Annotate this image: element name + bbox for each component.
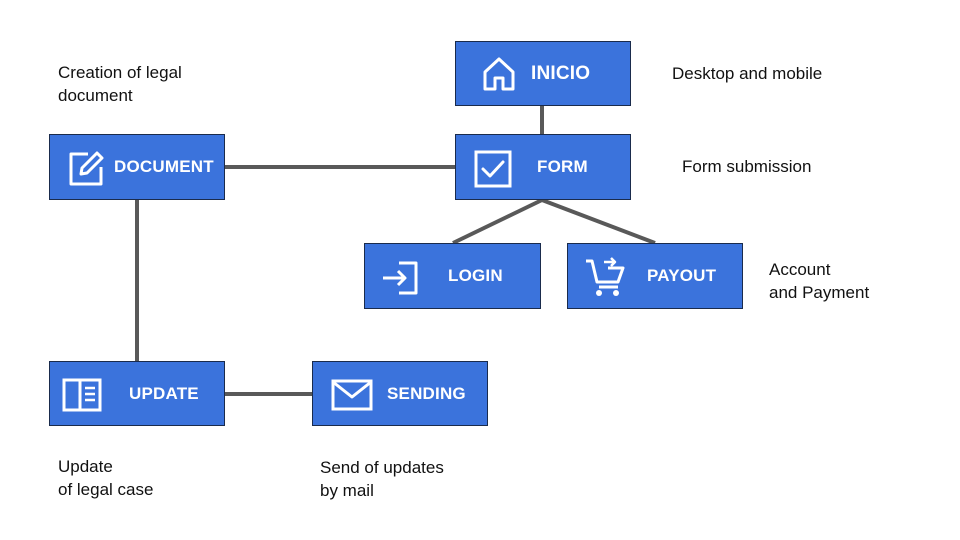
update-label: UPDATE (129, 383, 199, 403)
inicio-label: INICIO (531, 62, 591, 84)
connector-form-payout (541, 198, 656, 245)
connector-form-login (452, 198, 543, 245)
document-node[interactable]: DOCUMENT (49, 134, 225, 200)
edit-icon (69, 151, 104, 186)
login-node[interactable]: LOGIN (364, 243, 541, 309)
sending-label: SENDING (387, 383, 466, 403)
mail-icon (331, 379, 373, 411)
note-desktop: Desktop and mobile (672, 64, 823, 83)
checkbox-icon (474, 150, 512, 188)
form-node[interactable]: FORM (455, 134, 631, 200)
document-label: DOCUMENT (114, 157, 214, 176)
form-label: FORM (537, 157, 588, 176)
note-send-updates: Send of updates by mail (320, 458, 444, 500)
book-icon (62, 378, 102, 412)
payout-label: PAYOUT (647, 266, 717, 285)
note-creation: Creation of legal document (58, 63, 182, 105)
login-label: LOGIN (448, 266, 503, 285)
home-icon (483, 57, 515, 91)
sending-node[interactable]: SENDING (312, 361, 488, 426)
payout-node[interactable]: PAYOUT (567, 243, 743, 309)
cart-icon (586, 257, 625, 296)
note-account-payment: Account and Payment (769, 260, 870, 302)
note-form-submission: Form submission (682, 157, 812, 176)
inicio-node[interactable]: INICIO (455, 41, 631, 106)
update-node[interactable]: UPDATE (49, 361, 225, 426)
note-update-case: Update of legal case (58, 457, 154, 499)
login-icon (383, 261, 418, 295)
